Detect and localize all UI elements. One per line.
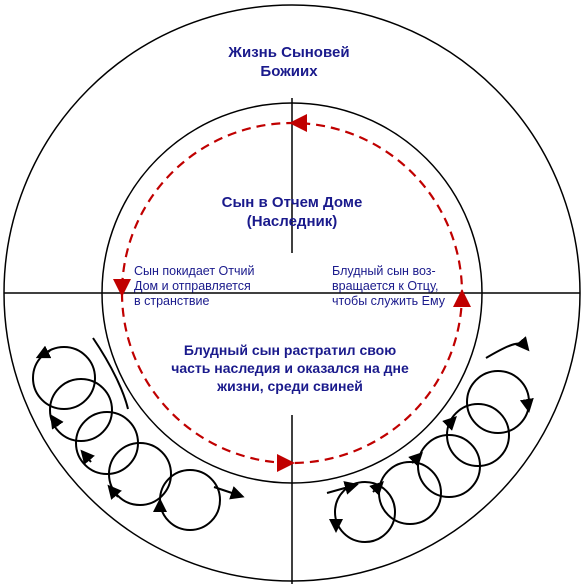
outer-title-line-2: Божиих (260, 63, 318, 80)
left-spiral-loops (32, 337, 245, 531)
bottom-text-line-1: Блудный сын растратил свою (184, 342, 396, 358)
right-spiral-loops (326, 336, 534, 543)
bottom-text-line-2: часть наследия и оказался на дне (171, 360, 409, 376)
left-text-line-3: в странствие (134, 294, 209, 308)
left-text-line-2: Дом и отправляется (134, 279, 251, 293)
right-text-line-1: Блудный сын воз- (332, 264, 436, 278)
inner-title-line-1: Сын в Отчем Доме (222, 194, 363, 211)
bottom-text-line-3: жизни, среди свиней (216, 378, 363, 394)
right-text-line-2: вращается к Отцу, (332, 279, 438, 293)
inner-title-line-2: (Наследник) (247, 213, 338, 230)
right-text-line-3: чтобы служить Ему (332, 294, 446, 308)
outer-title-line-1: Жизнь Сыновей (227, 44, 349, 61)
left-text-line-1: Сын покидает Отчий (134, 264, 254, 278)
